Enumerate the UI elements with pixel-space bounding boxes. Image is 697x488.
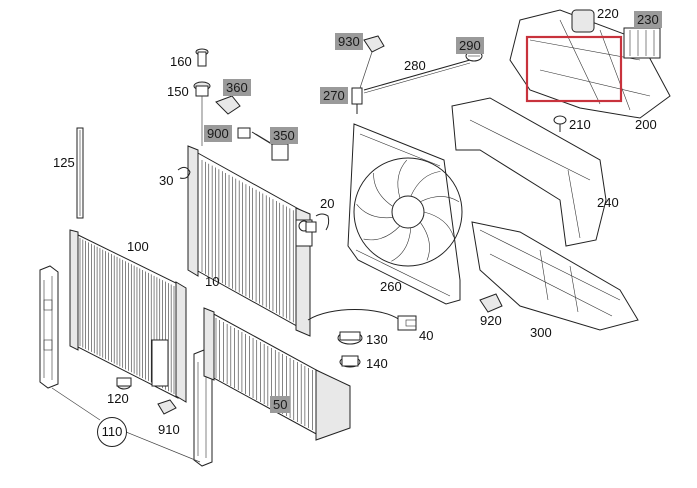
part-280-cable [363, 59, 471, 94]
label-40: 40 [419, 328, 434, 343]
part-140-cap [339, 355, 361, 368]
label-270: 270 [320, 87, 348, 104]
part-920-foam [479, 293, 503, 313]
part-160-pin [195, 48, 209, 67]
part-260-fan-shroud [347, 123, 463, 305]
part-900 [237, 127, 251, 139]
label-220: 220 [597, 6, 619, 21]
label-20: 20 [320, 196, 335, 211]
label-360: 360 [223, 79, 251, 96]
label-350: 350 [270, 127, 298, 144]
part-230-foam-block [623, 27, 661, 59]
label-230: 230 [634, 11, 662, 28]
part-910-foam [157, 399, 177, 415]
label-210: 210 [569, 117, 591, 132]
label-920: 920 [480, 313, 502, 328]
part-240-side-guide [451, 97, 607, 247]
part-110-left-bracket [39, 265, 59, 389]
label-125: 125 [53, 155, 75, 170]
label-290: 290 [456, 37, 484, 54]
part-125-rod [76, 127, 84, 219]
label-160: 160 [170, 54, 192, 69]
part-120-plug [116, 377, 132, 390]
label-130: 130 [366, 332, 388, 347]
part-100-condenser [69, 229, 187, 403]
part-20-fitting [305, 213, 330, 233]
label-30: 30 [159, 173, 174, 188]
label-120: 120 [107, 391, 129, 406]
part-270-sensor [351, 87, 363, 114]
part-10-radiator [187, 145, 313, 337]
label-110: 110 [97, 417, 127, 447]
label-150: 150 [167, 84, 189, 99]
label-910: 910 [158, 422, 180, 437]
label-10: 10 [205, 274, 220, 289]
label-200: 200 [635, 117, 657, 132]
highlight-frame [525, 35, 623, 103]
label-50: 50 [270, 396, 291, 413]
part-130-cap [337, 331, 363, 345]
part-50-charge-air-cooler [203, 307, 351, 441]
label-280: 280 [404, 58, 426, 73]
label-900: 900 [204, 125, 232, 142]
part-40-connector [397, 315, 417, 331]
part-150-grommet [193, 81, 211, 97]
label-300: 300 [530, 325, 552, 340]
label-260: 260 [380, 279, 402, 294]
label-930: 930 [335, 33, 363, 50]
part-210-clip [553, 115, 567, 132]
part-30-clip [177, 166, 191, 179]
label-240: 240 [597, 195, 619, 210]
part-360 [215, 95, 241, 115]
part-350-sensor [251, 131, 289, 161]
label-100: 100 [127, 239, 149, 254]
part-300-air-guide [471, 221, 639, 331]
label-140: 140 [366, 356, 388, 371]
hose-line [307, 309, 401, 321]
part-220-pad [571, 9, 595, 33]
part-930-foam [363, 35, 385, 53]
